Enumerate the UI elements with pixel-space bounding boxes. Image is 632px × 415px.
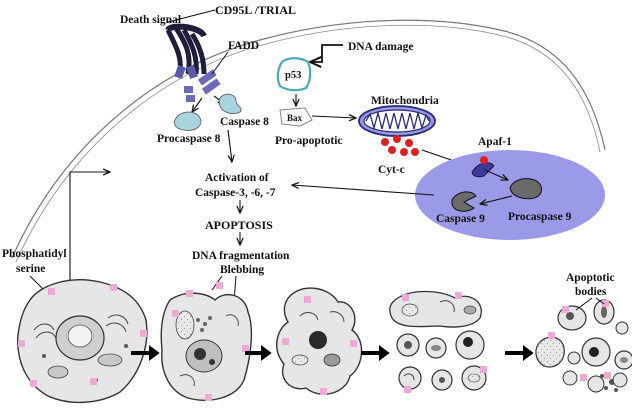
cell-membrane [11,19,606,259]
dna-damage-arrow [310,44,343,62]
receptor-label: CD95L /TRIAL [215,3,296,17]
p53-shape [276,57,312,92]
dna-damage-label: DNA damage [348,41,414,53]
fadd-leader-line [211,51,229,75]
caspase8-shape [218,93,242,114]
arrow-bax-to-mitochondria [311,116,356,118]
apoptotic-bodies-pointer-1 [575,297,593,311]
apoptotic-bodies-pointer-2 [595,297,605,305]
arrow-to-procaspase8 [192,97,203,112]
arrow-caspase9-to-activation [292,185,435,196]
procaspase9-label: Procaspase 9 [508,211,572,223]
cell-stage-2 [160,282,253,401]
stage-arrow-3 [361,345,390,361]
procaspase8-shape [174,111,202,131]
apoptosome [415,150,605,240]
bax-shape [279,107,313,127]
apoptosis-label: APOPTOSIS [205,218,273,232]
arrow-procaspase9-to-caspase9 [480,195,513,204]
stage-arrow-4 [505,345,534,361]
cyt-c-molecules [381,135,419,156]
phosphatidyl-label-line2: serine [16,263,45,275]
apoptotic-label-line2: bodies [575,286,607,298]
phosphatidyl-label-line1: Phosphatidyl [2,248,67,260]
cell-stage-3 [276,287,363,395]
fadd-label: FADD [228,40,259,52]
apaf1-shape [471,156,508,180]
activation-label-line1: Activation of [205,172,269,184]
p53-label: p53 [285,70,301,81]
pro-apoptotic-label: Pro-apoptotic [275,135,343,147]
caspase9-shape [451,191,477,212]
cyt-c-label: Cyt-c [378,164,405,176]
mitochondrion [358,105,436,137]
procaspase9-shape [509,178,542,200]
death-receptor-complex [165,23,221,102]
apaf1-label: Apaf-1 [478,136,512,148]
apoptotic-label-line1: Apoptotic [566,272,615,284]
cell-stage-1 [17,279,148,404]
activation-label-line2: Caspase-3, -6, -7 [195,187,276,199]
mitochondria-label: Mitochondria [371,95,439,107]
stage-arrow-1 [131,345,160,361]
cell-stage-5-apoptotic-bodies [535,299,632,393]
dna-fragmentation-label: DNA fragmentation [192,250,290,262]
stage-arrow-2 [245,345,272,361]
caspase8-label: Caspase 8 [220,116,269,128]
blebbing-label: Blebbing [220,264,264,276]
receptor-pointer [167,9,216,23]
death-signal-label: Death signal [120,14,181,26]
cell-membrane-inner [15,24,601,263]
phosphatidylserine-arrow [69,172,110,300]
cell-stage-4 [389,290,487,393]
procaspase8-label: Procaspase 8 [157,133,221,145]
bax-label: Bax [287,113,303,123]
caspase9-label: Caspase 9 [436,213,485,225]
arrow-caspase8-to-activation [227,129,232,162]
